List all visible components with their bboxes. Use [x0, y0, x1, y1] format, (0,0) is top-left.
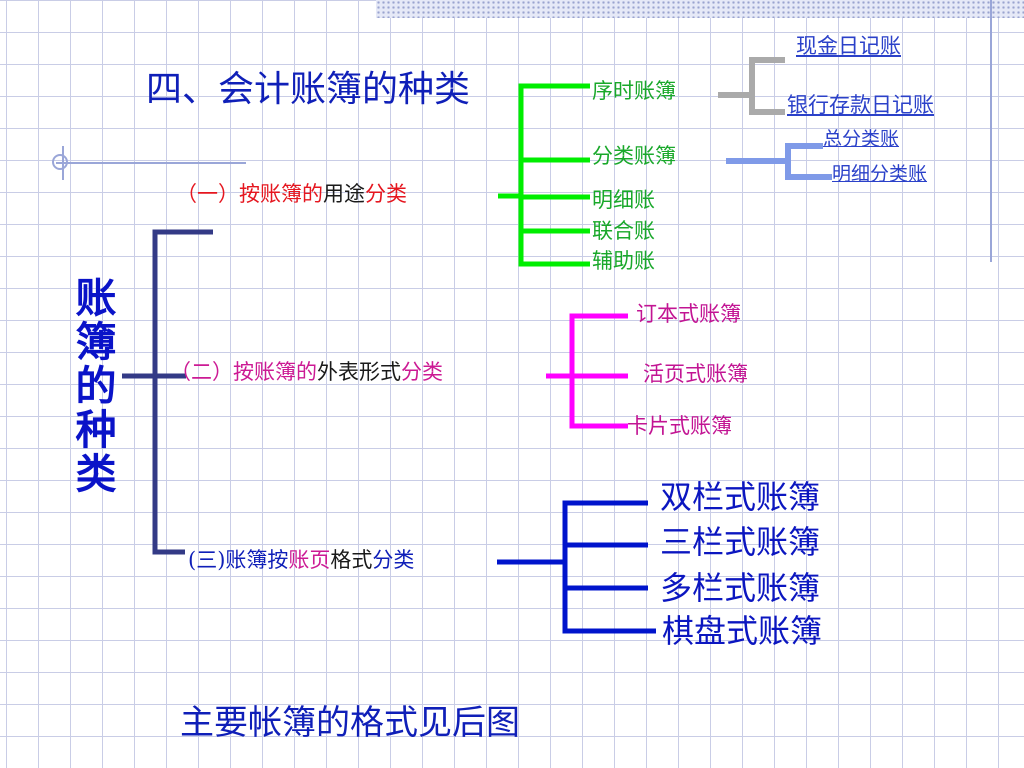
link-subsidiary-ledger[interactable]: 明细分类账	[832, 163, 928, 185]
gray-bracket	[718, 57, 785, 115]
magenta-spine	[569, 313, 628, 429]
section-3-part-4: 格式	[330, 548, 373, 572]
page-title: 四、会计账簿的种类	[146, 69, 471, 110]
green-spine	[518, 83, 590, 267]
decor-vertical-line	[990, 0, 992, 262]
section-2-part-1: （二）按账簿的	[170, 360, 317, 384]
section-1-part-3: 分类	[365, 182, 407, 206]
side-label: 账簿的种类	[75, 274, 117, 498]
main-bracket	[122, 229, 213, 555]
gray-spine	[749, 57, 785, 115]
link-bank-journal[interactable]: 银行存款日记账	[787, 93, 934, 117]
decor-horizontal-line	[56, 162, 246, 164]
blue-spine	[562, 500, 656, 634]
format-item-2: 三栏式账簿	[660, 523, 821, 561]
section-3-part-5: 分类	[372, 548, 415, 572]
lightblue-bracket	[726, 143, 832, 180]
link-general-ledger[interactable]: 总分类账	[823, 128, 900, 150]
section-3-label: (三)账簿按账页格式分类	[188, 550, 414, 571]
usage-item-5: 辅助账	[592, 249, 655, 273]
lightblue-spine	[785, 143, 832, 180]
usage-item-2: 分类账簿	[592, 144, 676, 168]
format-item-4: 棋盘式账簿	[662, 612, 823, 650]
usage-item-4: 联合账	[592, 219, 655, 243]
section-2-part-3: 分类	[401, 360, 443, 384]
section-1-part-1: （一）按账簿的	[176, 182, 323, 206]
format-item-1: 双栏式账簿	[660, 478, 821, 516]
link-cash-journal[interactable]: 现金日记账	[796, 34, 901, 58]
section-1-label: （一）按账簿的用途分类	[176, 184, 407, 205]
section-2-part-2: 外表形式	[317, 360, 401, 384]
decor-cross-line	[62, 146, 64, 180]
section-3-part-2: 账簿按	[225, 548, 289, 572]
usage-item-1: 序时账簿	[592, 79, 676, 103]
decor-circle	[52, 154, 68, 170]
magenta-bracket	[546, 313, 628, 429]
blue-bracket	[497, 500, 656, 634]
main-bracket-outline	[152, 229, 213, 555]
form-item-2: 活页式账簿	[643, 362, 748, 386]
form-item-3: 卡片式账簿	[627, 414, 732, 438]
footer-note: 主要帐簿的格式见后图	[180, 703, 520, 743]
section-3-part-3: 账页	[288, 548, 331, 572]
usage-item-3: 明细账	[592, 188, 655, 212]
green-bracket	[498, 83, 590, 267]
format-item-3: 多栏式账簿	[660, 569, 821, 607]
dotted-banner	[376, 0, 1024, 18]
section-1-part-2: 用途	[323, 182, 365, 206]
section-2-label: （二）按账簿的外表形式分类	[170, 362, 443, 383]
form-item-1: 订本式账簿	[636, 302, 741, 326]
section-3-part-1: (三)	[188, 548, 226, 572]
